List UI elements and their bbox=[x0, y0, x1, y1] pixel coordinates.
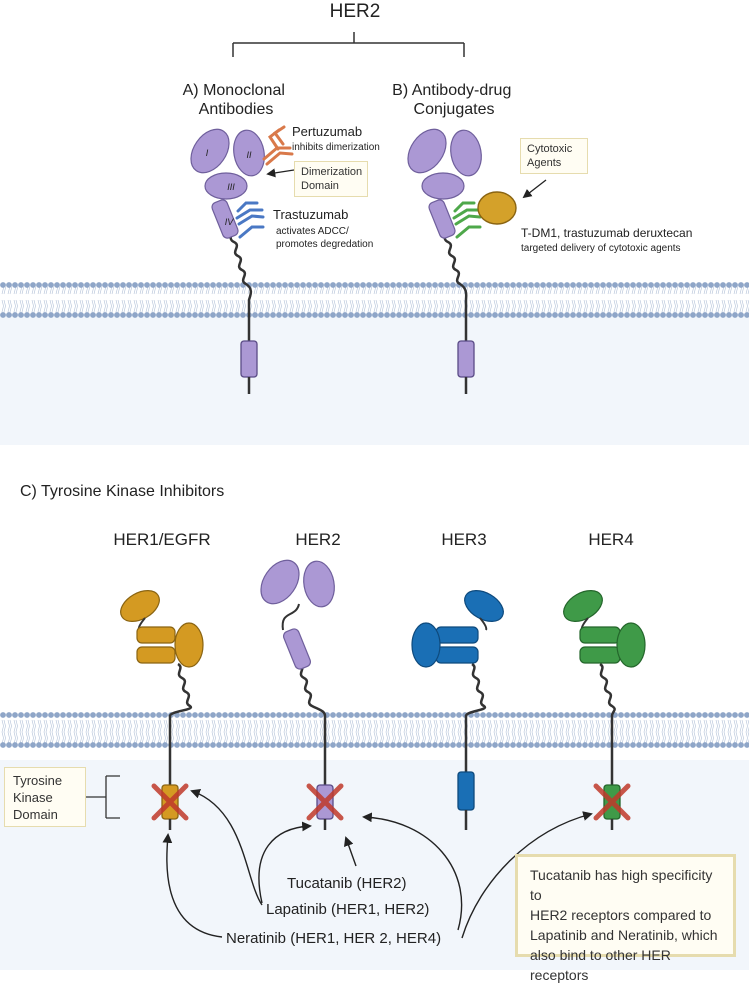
cytoplasm-top bbox=[0, 300, 749, 445]
trastuzumab-desc: activates ADCC/ promotes degredation bbox=[276, 226, 373, 250]
drug-tucatanib: Tucatanib (HER2) bbox=[287, 875, 407, 892]
her4-receptor bbox=[563, 590, 646, 830]
antibody-drug-conjugate bbox=[452, 201, 482, 239]
her3-receptor bbox=[411, 590, 504, 830]
kinase-domain-b bbox=[457, 340, 475, 378]
her2-receptor-panel-b bbox=[407, 128, 482, 394]
her2-receptor-panel-a: I II III IV bbox=[190, 128, 265, 394]
drug-arrows bbox=[162, 789, 593, 939]
adc-name: T-DM1, trastuzumab deruxtecan bbox=[521, 226, 692, 240]
tkd-bracket bbox=[86, 775, 120, 819]
title-bracket bbox=[232, 32, 465, 57]
cytotoxic-payload bbox=[477, 191, 517, 225]
pertuzumab-desc: inhibits dimerization bbox=[292, 142, 380, 153]
dimerization-domain-callout: Dimerization Domain bbox=[294, 161, 368, 197]
receptor-label-her1: HER1/EGFR bbox=[113, 530, 210, 549]
cell-membrane-top bbox=[0, 279, 749, 319]
cell-membrane-bottom bbox=[0, 708, 749, 749]
svg-text:II: II bbox=[246, 150, 252, 160]
trastuzumab-antibody bbox=[235, 201, 265, 239]
specificity-note: Tucatanib has high specificity to HER2 r… bbox=[515, 854, 736, 983]
cytotoxic-agents-callout: Cytotoxic Agents bbox=[520, 138, 588, 174]
drug-neratinib: Neratinib (HER1, HER 2, HER4) bbox=[226, 930, 441, 947]
inhibition-x-her2 bbox=[306, 783, 344, 821]
domain-iii bbox=[204, 172, 248, 200]
trastuzumab-name: Trastuzumab bbox=[273, 207, 348, 222]
domain-i bbox=[190, 128, 230, 174]
panel-c-heading: C) Tyrosine Kinase Inhibitors bbox=[20, 483, 224, 500]
kinase-domain-a bbox=[240, 340, 258, 378]
svg-text:III: III bbox=[227, 182, 235, 192]
inhibition-x-her1 bbox=[151, 783, 189, 821]
receptor-label-her4: HER4 bbox=[588, 530, 633, 549]
pertuzumab-name: Pertuzumab bbox=[292, 124, 362, 139]
inhibition-x-her4 bbox=[593, 783, 631, 821]
cytotoxic-arrow bbox=[522, 179, 547, 199]
domain-iv bbox=[211, 199, 239, 239]
svg-text:IV: IV bbox=[225, 217, 235, 227]
domain-ii bbox=[233, 129, 265, 177]
receptor-label-her3: HER3 bbox=[441, 530, 486, 549]
pertuzumab-antibody bbox=[262, 125, 294, 166]
receptor-label-her2: HER2 bbox=[295, 530, 340, 549]
svg-text:I: I bbox=[206, 148, 209, 158]
dimerization-arrow bbox=[266, 168, 295, 178]
adc-desc: targeted delivery of cytotoxic agents bbox=[521, 243, 681, 254]
drug-lapatinib: Lapatinib (HER1, HER2) bbox=[266, 901, 429, 918]
panel-b-heading: B) Antibody-drug Conjugates bbox=[392, 82, 516, 118]
figure-title: HER2 bbox=[330, 1, 381, 22]
panel-a-heading: A) Monoclonal Antibodies bbox=[183, 82, 290, 118]
tyrosine-kinase-domain-callout: Tyrosine Kinase Domain bbox=[4, 767, 86, 827]
her2-receptor-panel-c bbox=[260, 559, 335, 830]
